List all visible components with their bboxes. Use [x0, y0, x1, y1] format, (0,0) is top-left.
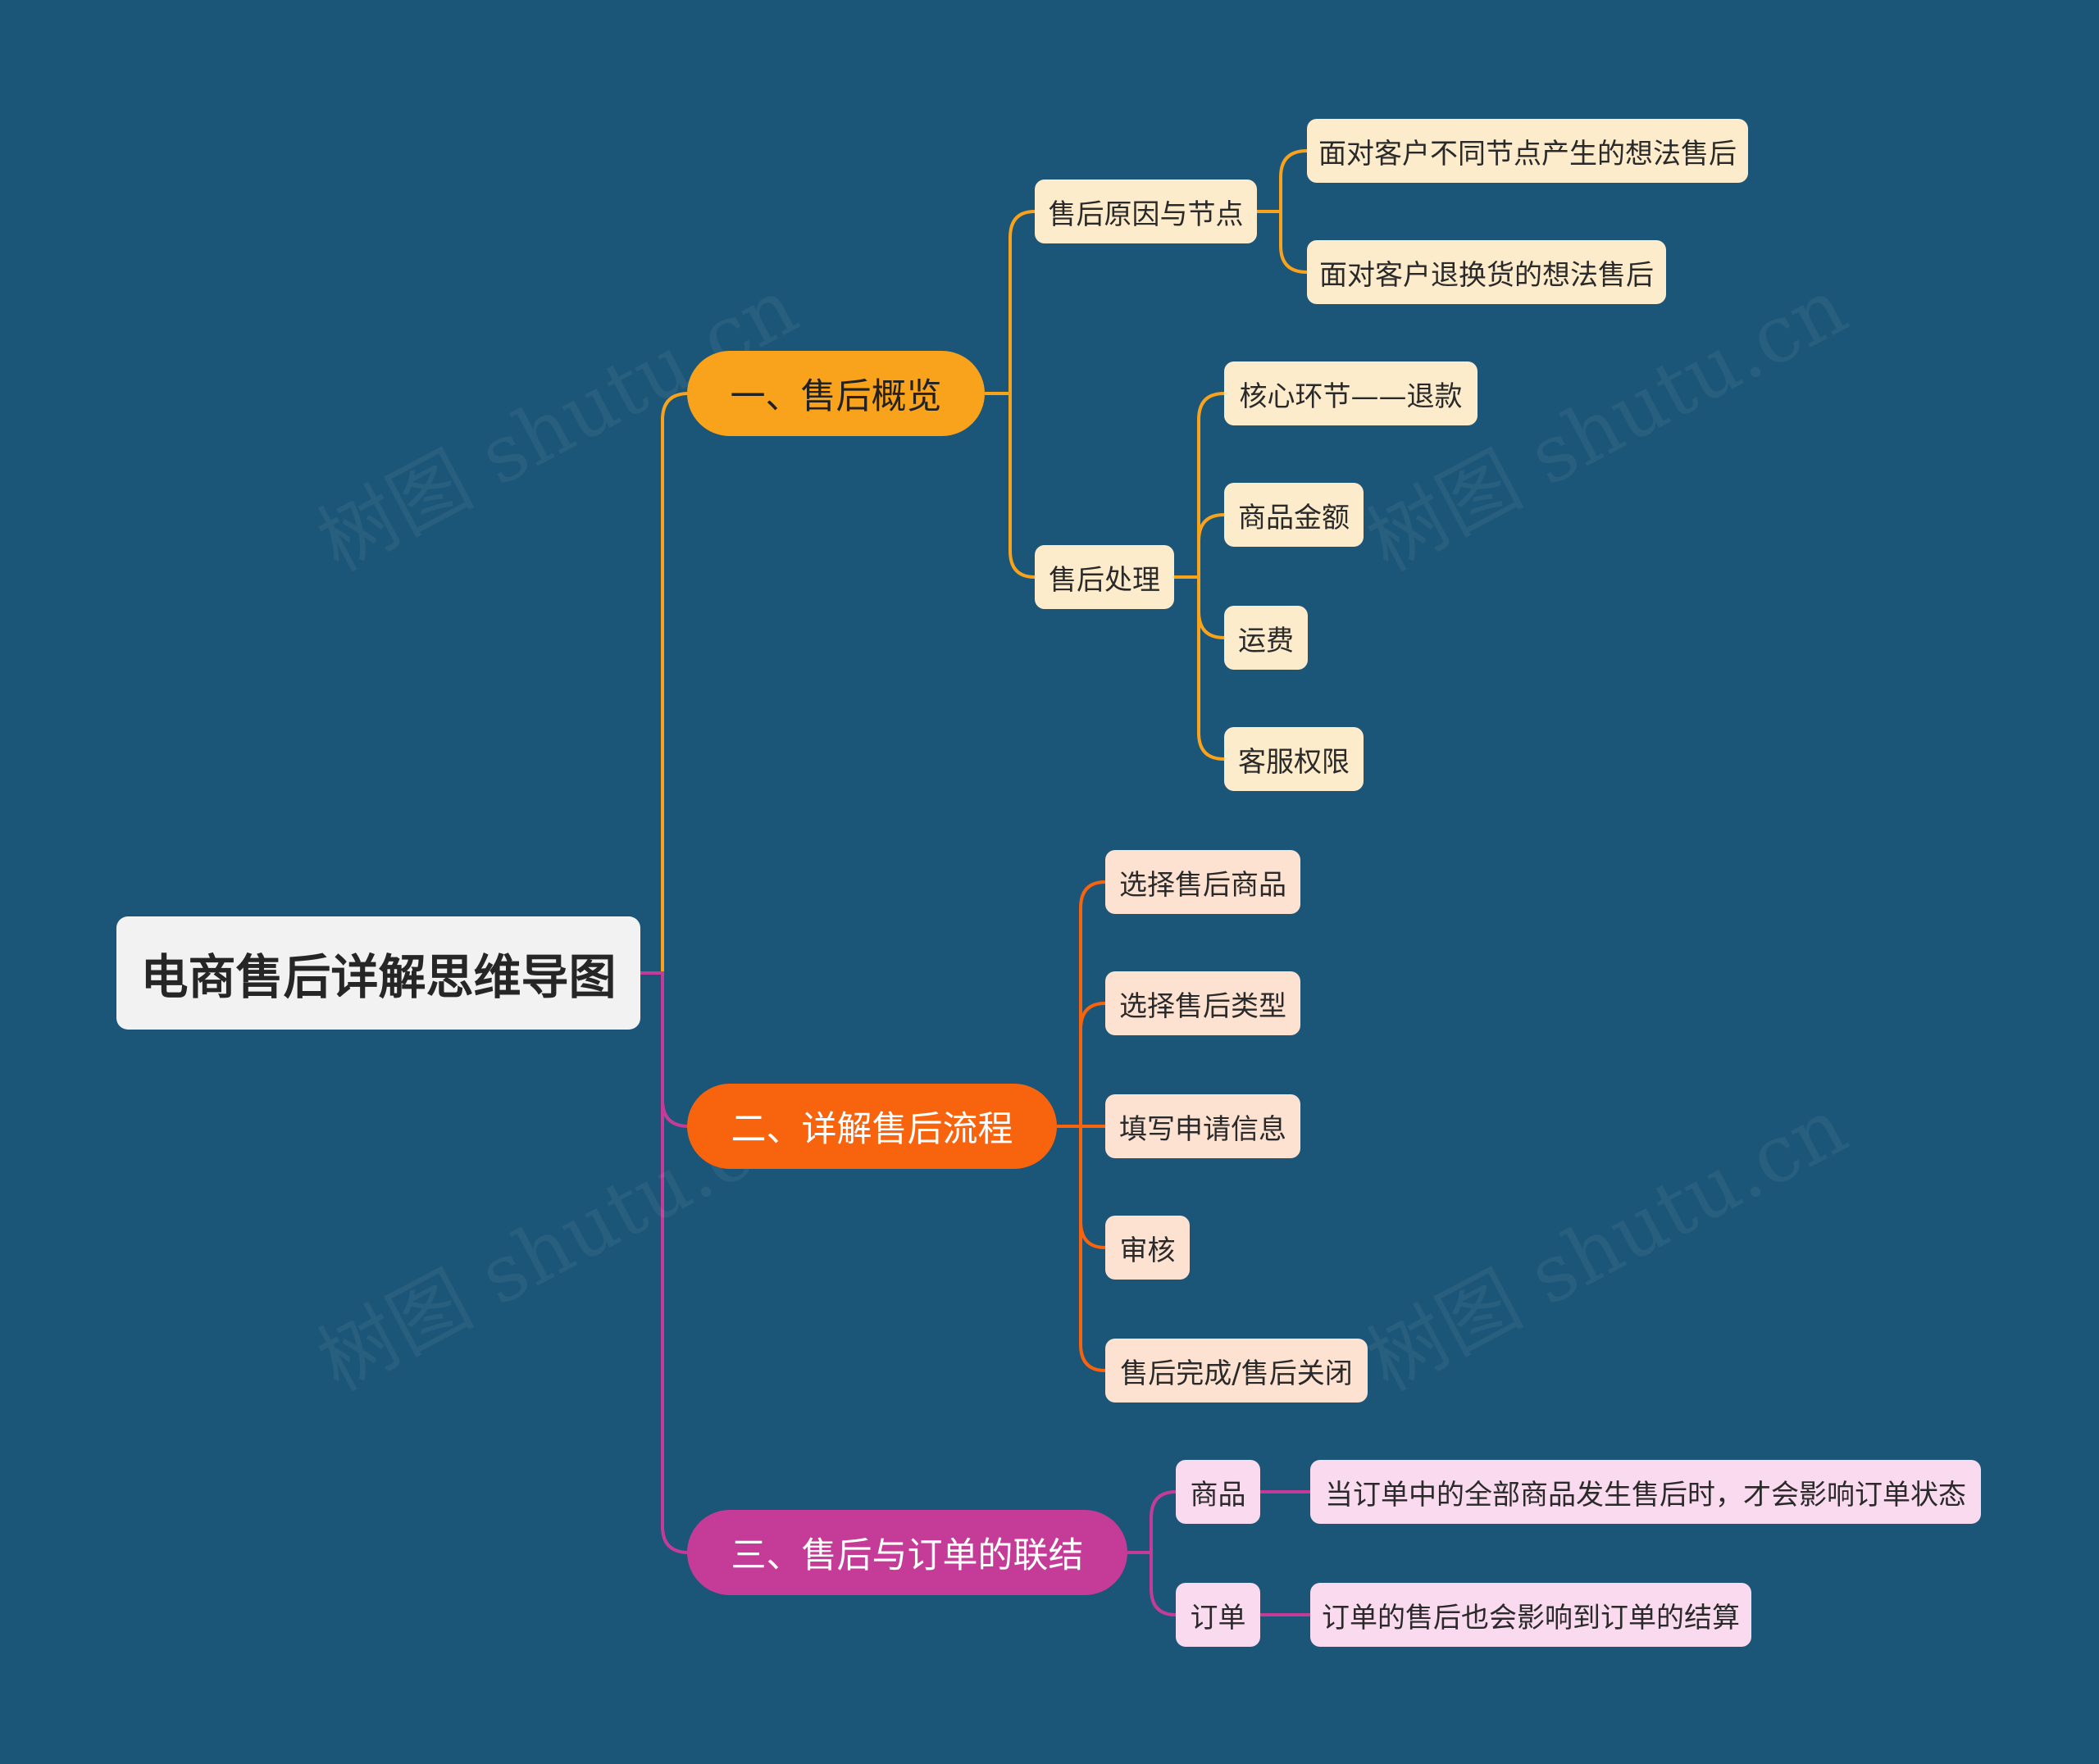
topic-process-step-1[interactable]: 选择售后商品 — [1105, 850, 1300, 914]
link-sub2-item3 — [1197, 577, 1225, 639]
link-branch2-item2 — [1079, 1002, 1106, 1126]
link-root-branch1 — [640, 392, 690, 975]
topic-handling-item-1[interactable]: 核心环节——退款 — [1224, 361, 1477, 425]
topic-after-sales-handling[interactable]: 售后处理 — [1035, 545, 1174, 609]
topic-process-step-2[interactable]: 选择售后类型 — [1105, 971, 1300, 1035]
topic-goods[interactable]: 商品 — [1176, 1460, 1260, 1524]
branch-after-sales-overview[interactable]: 一、售后概览 — [687, 351, 985, 436]
link-branch3-sub2 — [1150, 1553, 1177, 1616]
link-root-branch3 — [661, 973, 690, 1554]
topic-handling-item-4[interactable]: 客服权限 — [1224, 727, 1364, 791]
topic-process-step-5[interactable]: 售后完成/售后关闭 — [1105, 1339, 1368, 1403]
root-topic[interactable]: 电商售后详解思维导图 — [116, 916, 640, 1030]
topic-after-sales-reasons[interactable]: 售后原因与节点 — [1035, 180, 1257, 243]
topic-handling-item-2[interactable]: 商品金额 — [1224, 483, 1364, 547]
topic-process-step-4[interactable]: 审核 — [1105, 1216, 1190, 1280]
topic-reason-item-1[interactable]: 面对客户不同节点产生的想法售后 — [1307, 119, 1748, 183]
link-sub2-item1 — [1174, 392, 1225, 579]
link-branch1-sub1 — [985, 210, 1036, 395]
link-sub1-item2 — [1279, 211, 1308, 274]
branch-after-sales-process[interactable]: 二、详解售后流程 — [687, 1084, 1057, 1169]
link-branch2-item1 — [1057, 880, 1106, 1128]
link-branch2-item4 — [1079, 1126, 1106, 1249]
topic-handling-item-3[interactable]: 运费 — [1224, 606, 1308, 670]
link-sub2-item2 — [1197, 513, 1225, 577]
link-branch2-item5 — [1079, 1221, 1106, 1372]
topic-reason-item-2[interactable]: 面对客户退换货的想法售后 — [1307, 240, 1666, 304]
link-root-branch2 — [640, 971, 690, 1128]
link-branch1-sub2 — [1009, 393, 1036, 579]
link-sub2-item4 — [1197, 611, 1225, 761]
branch-after-sales-and-orders[interactable]: 三、售后与订单的联结 — [687, 1510, 1127, 1595]
topic-process-step-3[interactable]: 填写申请信息 — [1105, 1094, 1300, 1158]
topic-order[interactable]: 订单 — [1176, 1583, 1260, 1647]
topic-goods-detail[interactable]: 当订单中的全部商品发生售后时，才会影响订单状态 — [1310, 1460, 1981, 1524]
topic-order-detail[interactable]: 订单的售后也会影响到订单的结算 — [1310, 1583, 1751, 1647]
link-branch3-sub1 — [1127, 1490, 1177, 1554]
link-sub1-item1 — [1257, 149, 1308, 213]
